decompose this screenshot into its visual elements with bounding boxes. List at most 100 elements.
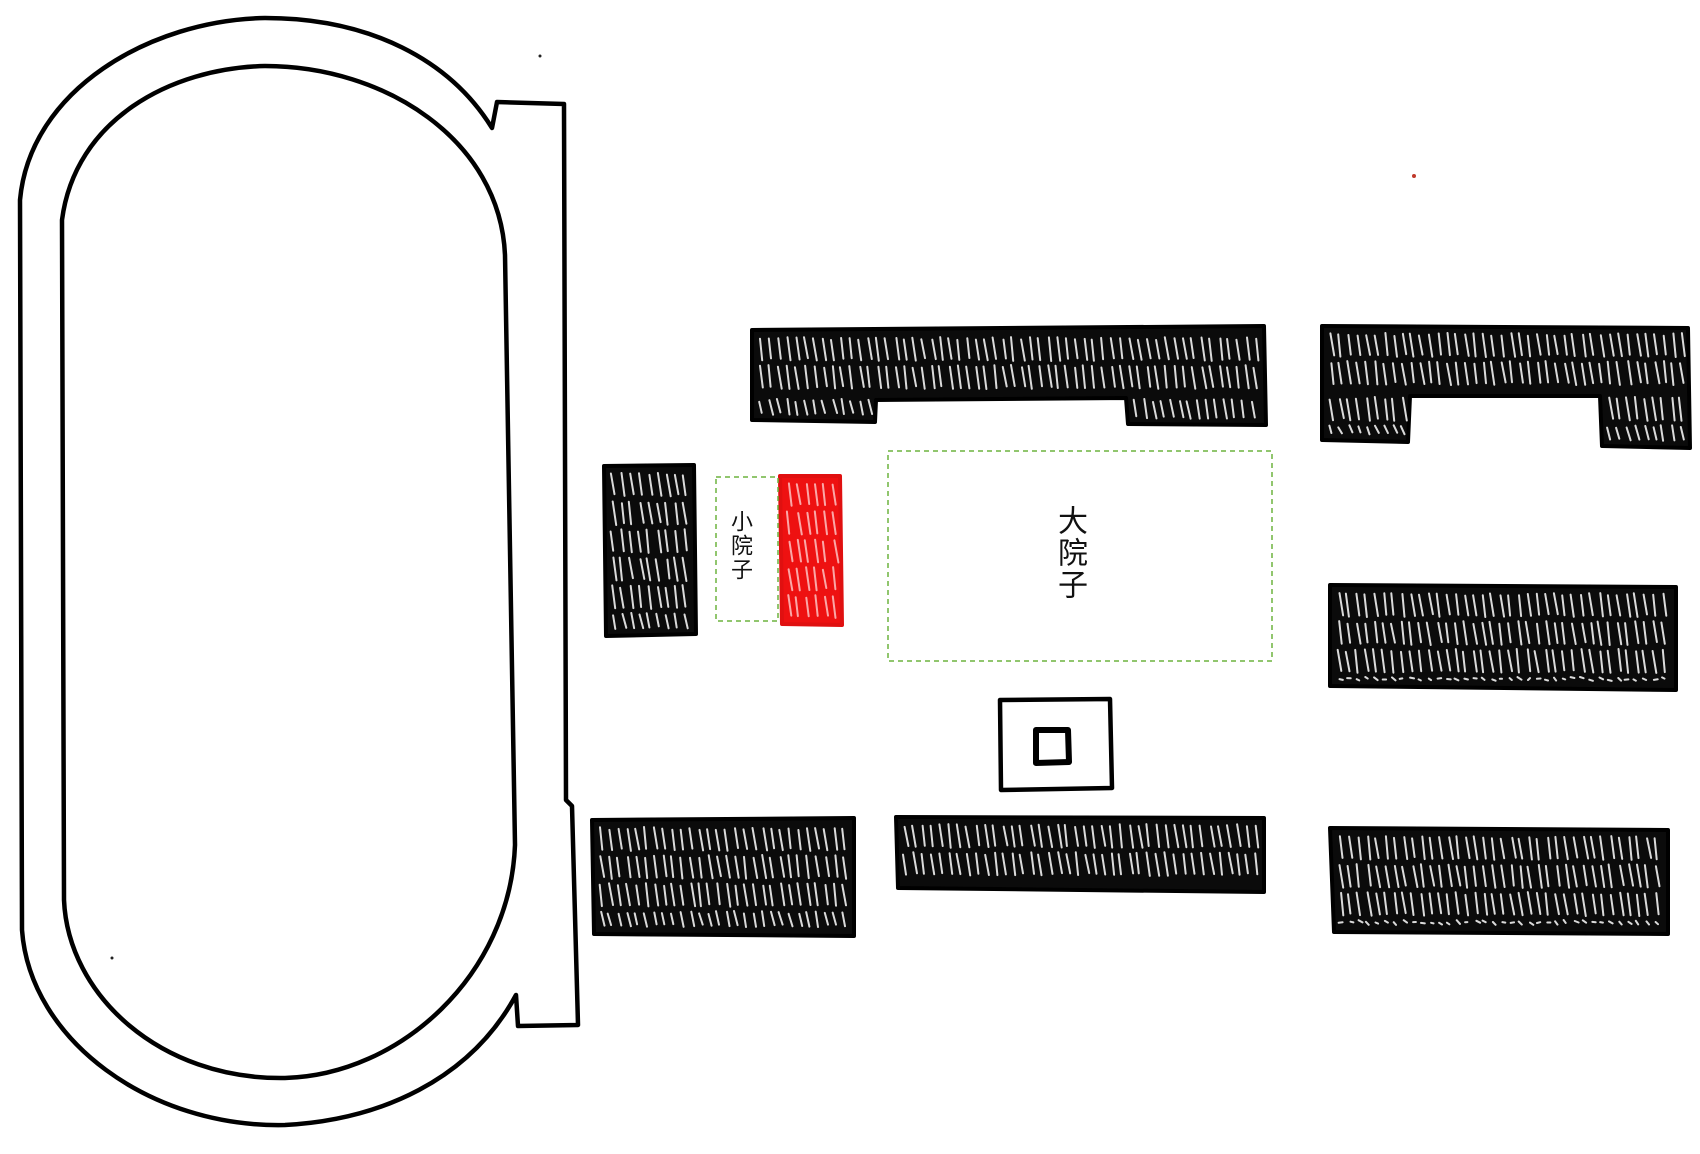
hatch-stroke	[1145, 823, 1150, 847]
hatch-stroke	[796, 538, 802, 563]
hatch-stroke	[1356, 622, 1362, 645]
hatch-stroke	[1401, 332, 1408, 356]
hatch-stroke	[823, 510, 828, 536]
hatch-stroke	[1338, 620, 1343, 645]
hatch-stroke	[1355, 891, 1361, 917]
hatch-stroke	[1570, 333, 1576, 357]
hatch-stroke	[1348, 835, 1354, 859]
hatch-stroke	[1610, 835, 1616, 860]
track-inner-outline	[59, 63, 518, 1081]
building-right-middle	[1328, 583, 1678, 692]
hatch-stroke	[1651, 396, 1657, 422]
hatch-stroke	[767, 364, 772, 388]
hatch-stroke	[761, 854, 768, 880]
hatch-stroke	[1047, 825, 1054, 849]
hatch-stroke	[1643, 892, 1649, 916]
hatch-stroke	[1427, 677, 1433, 682]
hatch-stroke	[1661, 676, 1666, 680]
building-bottom-middle	[894, 815, 1266, 894]
hatch-stroke	[1101, 853, 1107, 876]
hatch-stroke	[1337, 426, 1343, 435]
hatch-stroke	[821, 337, 828, 362]
hatch-stroke	[1636, 361, 1642, 384]
hatch-stroke	[1635, 893, 1641, 917]
hatch-stroke	[1526, 891, 1533, 915]
hatch-stroke	[648, 473, 654, 496]
hatch-stroke	[1374, 360, 1379, 386]
hatch-stroke	[785, 364, 791, 390]
hatch-stroke	[619, 586, 625, 609]
hatch-stroke	[1490, 837, 1496, 861]
hatch-stroke	[1390, 592, 1395, 616]
hatch-stroke	[1606, 649, 1612, 674]
hatch-stroke	[609, 530, 615, 552]
hatch-stroke	[1135, 851, 1140, 875]
hatch-stroke	[1519, 865, 1524, 889]
hatch-stroke	[1437, 892, 1443, 915]
hatch-stroke	[616, 884, 622, 907]
hatch-stroke	[612, 556, 618, 582]
hatch-stroke	[664, 529, 669, 553]
hatch-stroke	[1588, 332, 1595, 356]
hatch-stroke	[1553, 334, 1559, 356]
speck	[1412, 174, 1416, 178]
hatch-stroke	[1617, 836, 1624, 860]
hatch-stroke	[1347, 893, 1352, 915]
hatch-stroke	[1644, 332, 1650, 358]
hatch-stroke	[1527, 677, 1531, 681]
hatch-stroke	[1507, 649, 1513, 673]
hatch-stroke	[859, 400, 864, 416]
hatch-stroke	[1553, 676, 1558, 682]
hatch-stroke	[1337, 361, 1343, 385]
hatch-stroke	[1536, 921, 1542, 924]
hatch-stroke	[1446, 362, 1452, 386]
hatch-stroke	[1569, 593, 1575, 618]
hatch-stroke	[1198, 824, 1204, 848]
hatch-stroke	[1465, 836, 1471, 860]
hatch-stroke	[794, 596, 799, 618]
hatch-stroke	[825, 856, 830, 878]
hatch-stroke	[1554, 835, 1559, 860]
hatch-stroke	[639, 558, 646, 580]
hatch-stroke	[1164, 824, 1170, 849]
hatch-stroke	[1634, 620, 1640, 645]
hatch-stroke	[1100, 366, 1106, 389]
hatch-stroke	[626, 828, 632, 852]
hatch-stroke	[1643, 864, 1649, 889]
hatch-stroke	[1137, 825, 1144, 849]
hatch-stroke	[929, 824, 934, 848]
hatch-stroke	[698, 912, 704, 926]
hatch-stroke	[938, 823, 944, 847]
hatch-stroke	[857, 338, 863, 362]
hatch-stroke	[681, 584, 687, 608]
hatch-stroke	[664, 614, 670, 630]
hatch-stroke	[674, 502, 679, 526]
hatch-stroke	[1346, 865, 1352, 888]
hatch-stroke	[734, 827, 739, 849]
hatch-stroke	[1356, 334, 1362, 356]
small-yard-label: 小院子	[727, 510, 752, 582]
hatch-stroke	[1227, 851, 1234, 875]
hatch-stroke	[1445, 921, 1451, 926]
hatch-stroke	[1181, 365, 1186, 388]
hatch-stroke	[1455, 593, 1460, 616]
hatch-stroke	[1344, 650, 1351, 673]
hatch-stroke	[1420, 893, 1426, 917]
hatch-stroke	[1659, 424, 1665, 442]
hatch-stroke	[1598, 676, 1605, 681]
hatch-stroke	[1392, 424, 1399, 434]
hatch-stroke	[965, 853, 972, 877]
hatch-stroke	[1499, 893, 1505, 915]
hatch-stroke	[707, 854, 714, 880]
hatch-stroke	[1355, 361, 1361, 385]
hatch-stroke	[803, 399, 809, 416]
well-structure	[997, 696, 1115, 793]
hatch-stroke	[814, 855, 820, 878]
hatch-stroke	[630, 612, 636, 630]
hatch-stroke	[1654, 921, 1659, 926]
hatch-stroke	[1490, 334, 1495, 357]
hatch-stroke	[1508, 360, 1513, 384]
hatch-stroke	[1501, 921, 1507, 924]
hatch-stroke	[803, 539, 809, 563]
hatch-stroke	[1598, 362, 1603, 384]
